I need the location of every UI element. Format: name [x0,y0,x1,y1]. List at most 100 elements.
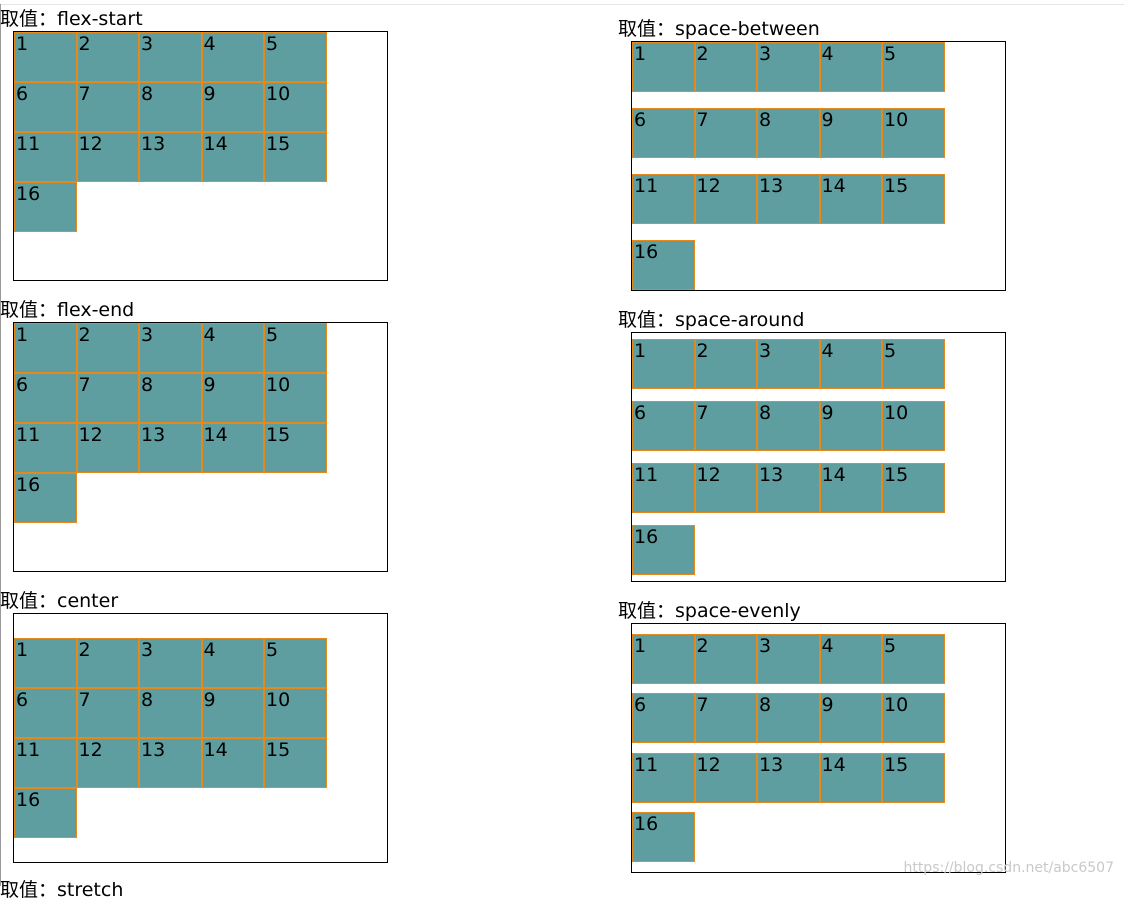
flex-item: 2 [76,638,139,688]
flex-item: 11 [632,174,695,224]
flex-item: 8 [757,693,820,744]
flex-item: 3 [139,32,202,82]
flex-item: 15 [882,463,945,513]
flex-item: 11 [632,752,695,803]
flex-item: 15 [882,752,945,803]
flex-item: 1 [632,42,695,92]
demo-label: 取值：flex-start [0,8,143,30]
flex-item: 12 [694,174,757,224]
flex-item: 5 [882,42,945,92]
flex-item: 1 [632,339,695,389]
flex-item: 10 [264,373,327,423]
flex-item: 14 [201,132,264,182]
flex-item: 12 [76,738,139,788]
flex-item: 8 [757,108,820,158]
demo-label: 取值：space-evenly [618,600,801,622]
flex-item: 5 [264,638,327,688]
flex-item: 1 [14,638,77,688]
demo-label: 取值：space-between [618,18,820,40]
flex-item: 2 [76,323,139,373]
flex-item: 9 [201,373,264,423]
flex-item: 6 [632,693,695,744]
watermark: https://blog.csdn.net/abc6507 [903,860,1114,876]
flex-item: 11 [14,423,77,473]
flex-item: 6 [14,82,77,132]
flex-item: 4 [201,32,264,82]
flex-item: 3 [757,339,820,389]
flex-item: 14 [201,738,264,788]
flex-item: 12 [76,423,139,473]
flex-item: 12 [694,752,757,803]
page-left-edge [0,4,1,886]
flex-item: 13 [139,738,202,788]
flex-item: 7 [694,401,757,451]
flex-item: 13 [757,463,820,513]
flex-item: 10 [882,401,945,451]
flex-item: 10 [882,108,945,158]
flex-item: 15 [264,423,327,473]
demo-label: 取值：flex-end [0,299,135,321]
flex-item: 14 [819,752,882,803]
flex-item: 14 [819,463,882,513]
flex-item: 13 [757,174,820,224]
demo-label: 取值：center [0,590,119,612]
flex-item: 2 [694,339,757,389]
flex-item: 7 [76,373,139,423]
flex-item: 16 [632,240,695,290]
flex-item: 14 [201,423,264,473]
flex-item: 6 [632,108,695,158]
flex-item: 5 [264,32,327,82]
flex-item: 13 [139,423,202,473]
flex-item: 9 [201,82,264,132]
flex-item: 6 [632,401,695,451]
flex-item: 10 [264,688,327,738]
flex-item: 6 [14,373,77,423]
flex-item: 16 [632,525,695,575]
flex-item: 9 [819,401,882,451]
flex-item: 1 [14,32,77,82]
flex-item: 2 [694,633,757,684]
flex-item: 13 [139,132,202,182]
flex-item: 2 [76,32,139,82]
flex-item: 3 [757,633,820,684]
flex-item: 10 [882,693,945,744]
flex-item: 12 [694,463,757,513]
flex-item: 16 [14,473,77,523]
flex-item: 2 [694,42,757,92]
flex-item: 8 [139,373,202,423]
flex-item: 8 [139,688,202,738]
flex-item: 3 [139,323,202,373]
flex-item: 16 [632,812,695,863]
flex-item: 15 [264,738,327,788]
flex-item: 5 [882,633,945,684]
flex-item: 16 [14,788,77,838]
demo-label: 取值：space-around [618,309,805,331]
flex-item: 5 [882,339,945,389]
flex-item: 9 [819,108,882,158]
demo-label: 取值：stretch [0,879,124,901]
flex-item: 3 [139,638,202,688]
flex-item: 7 [694,108,757,158]
flex-item: 1 [14,323,77,373]
flex-item: 7 [76,688,139,738]
flex-item: 9 [201,688,264,738]
flex-item: 5 [264,323,327,373]
flex-item: 8 [757,401,820,451]
flex-item: 16 [14,182,77,232]
flex-item: 15 [882,174,945,224]
flex-item: 14 [819,174,882,224]
flex-item: 7 [76,82,139,132]
flex-item: 11 [14,132,77,182]
flex-item: 13 [757,752,820,803]
flex-item: 9 [819,693,882,744]
flex-item: 11 [14,738,77,788]
flex-item: 4 [819,42,882,92]
flex-item: 6 [14,688,77,738]
page-top-divider [0,4,1124,5]
